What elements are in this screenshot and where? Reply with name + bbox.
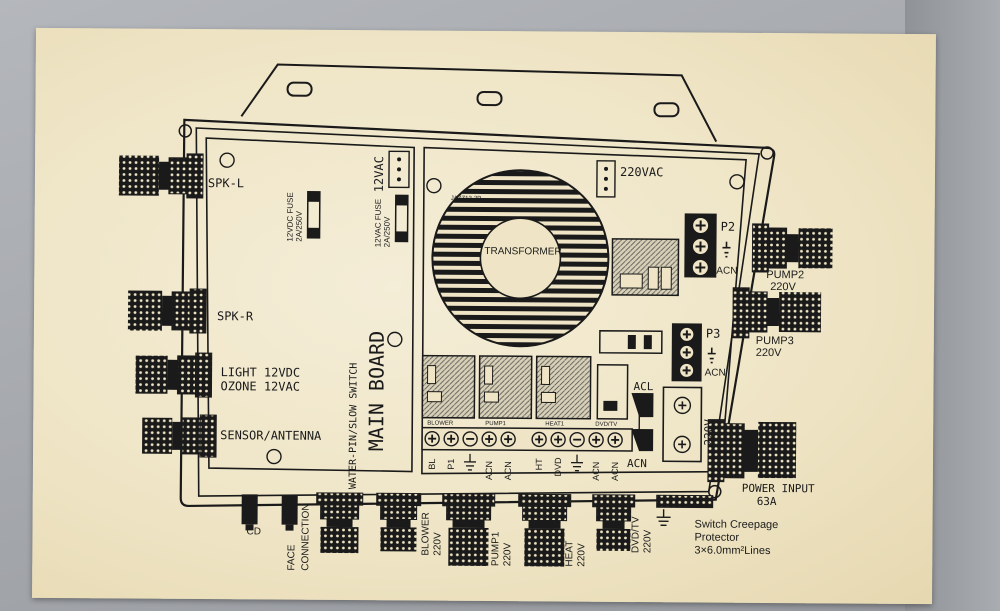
- label-pump2-voltage: 220V: [770, 281, 796, 293]
- label-term-acn1: ACN: [484, 461, 494, 480]
- label-cd: CD: [246, 526, 261, 537]
- label-fuse-12vdc: 12VDC FUSE: [286, 192, 295, 241]
- gland-sensor: [142, 414, 217, 458]
- label-relay-blower: BLOWER: [427, 421, 454, 427]
- gland-heat: [518, 493, 572, 567]
- label-term-acn4: ACN: [610, 462, 620, 481]
- label-acl: ACL: [633, 380, 653, 393]
- mount-slot-left: [286, 81, 313, 97]
- main-power-terminal: [631, 386, 703, 463]
- ground-symbols: [463, 453, 583, 472]
- label-power-input: POWER INPUT: [742, 482, 815, 496]
- label-12vac: 12VAC: [372, 156, 386, 192]
- gland-water-pin: [316, 492, 364, 554]
- wiring-diagram: SPK-L SPK-R LIGHT 12VDC OZONE 12VAC SENS…: [118, 63, 833, 571]
- label-p3: P3: [706, 327, 721, 341]
- label-spk-r: SPK-R: [217, 309, 254, 323]
- gland-face-connection: [241, 494, 298, 531]
- wiring-label-sheet: SPK-L SPK-R LIGHT 12VDC OZONE 12VAC SENS…: [32, 27, 936, 605]
- label-220v-terminal: 220V: [702, 419, 715, 446]
- label-acn-main: ACN: [627, 457, 647, 470]
- label-heat-voltage: 220V: [576, 543, 587, 567]
- relay-dvd: [596, 364, 629, 420]
- p3-terminal: [671, 323, 716, 382]
- gland-pump2: [751, 223, 833, 273]
- label-p2: P2: [721, 220, 736, 234]
- label-connection: CONNECTION: [300, 503, 311, 570]
- gland-dvdtv: [592, 494, 636, 552]
- gland-pump1: [442, 493, 496, 567]
- label-term-dvd: DVD: [553, 457, 563, 477]
- gland-power-input: [707, 419, 797, 483]
- p2-terminal: [684, 213, 731, 278]
- connector-12vac: [388, 150, 410, 189]
- gland-blower: [376, 492, 422, 552]
- aux-relay: [598, 330, 663, 354]
- gland-spk-r: [127, 288, 207, 334]
- label-pump3-voltage: 220V: [756, 347, 782, 359]
- label-term-p1: P1: [446, 459, 456, 470]
- label-fuse-12vac: 12VAC FUSE: [373, 199, 382, 247]
- mounting-tab: [240, 63, 718, 143]
- relay-heat1: [535, 355, 592, 420]
- label-dvdtv-voltage: 220V: [642, 529, 653, 553]
- label-pump3: PUMP3: [756, 335, 794, 347]
- mount-slot-right: [653, 102, 680, 118]
- bottom-terminal-strip: [421, 426, 633, 452]
- label-relay-pump1: PUMP1: [485, 421, 506, 427]
- label-pump1-voltage: 220V: [502, 542, 513, 566]
- creepage-protector: [656, 494, 714, 526]
- relay-blower: [421, 354, 476, 419]
- label-lines: 3×6.0mm²Lines: [694, 544, 771, 557]
- label-term-ht: HT: [534, 458, 544, 471]
- label-pump1: PUMP1: [490, 531, 501, 566]
- label-220vac: 220VAC: [620, 165, 663, 179]
- label-main-board: MAIN BOARD: [364, 331, 389, 452]
- label-heat: HEAT: [564, 541, 575, 567]
- label-blower-voltage: 220V: [432, 532, 443, 556]
- transformer: [431, 169, 610, 348]
- label-relay-dvd: DVD/TV: [595, 422, 617, 428]
- label-term-acn3: ACN: [591, 462, 601, 481]
- label-term-bl: BL: [427, 459, 437, 470]
- gland-light-ozone: [135, 352, 213, 398]
- label-fuse-12vac-rating: 2A/250V: [382, 216, 391, 247]
- label-transformer: TRANSFORMER: [484, 246, 561, 258]
- label-sensor: SENSOR/ANTENNA: [220, 428, 322, 443]
- label-fuse-12vdc-rating: 2A/250V: [295, 210, 304, 241]
- label-acn-p3: ACN: [705, 368, 726, 379]
- label-spk-l: SPK-L: [208, 176, 244, 190]
- label-ozone: OZONE 12VAC: [220, 379, 300, 394]
- label-dvdtv: DVD/TV: [630, 516, 641, 553]
- label-acn-p2: ACN: [716, 266, 737, 277]
- label-pump2: PUMP2: [766, 269, 804, 281]
- label-water-pin: WATER-PIN/SLOW SWITCH: [348, 363, 360, 490]
- label-protector: Protector: [694, 531, 739, 543]
- gland-spk-l: [118, 153, 204, 199]
- label-term-acn2: ACN: [503, 461, 513, 480]
- gland-pump3: [732, 287, 822, 339]
- label-blower: BLOWER: [420, 512, 431, 555]
- label-creepage: Switch Creepage: [695, 518, 779, 531]
- relay-pump1: [478, 355, 533, 420]
- label-light: LIGHT 12VDC: [221, 365, 301, 380]
- connector-220vac: [596, 160, 616, 198]
- mount-slot-middle: [476, 90, 503, 107]
- label-transformer-code: JAZZ12-2P: [451, 196, 481, 202]
- label-face: FACE: [286, 544, 297, 571]
- label-relay-heat1: HEAT1: [545, 421, 565, 427]
- label-power-amps: 63A: [757, 495, 777, 508]
